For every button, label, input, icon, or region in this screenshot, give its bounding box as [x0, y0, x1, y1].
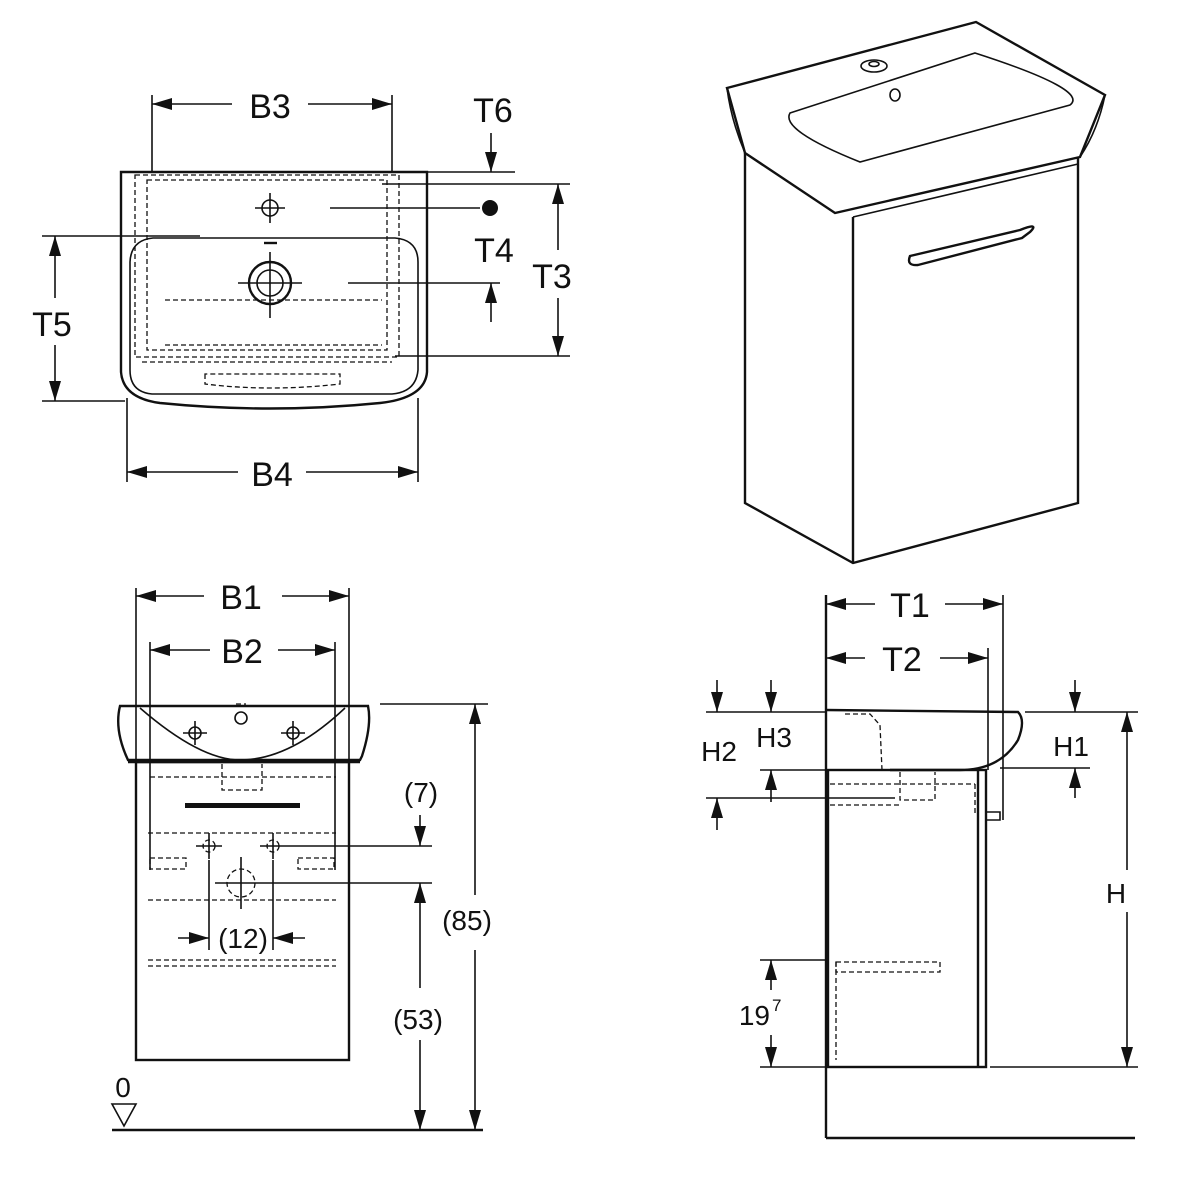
- front-view: B1 B2 (7) (12) (53) (85) 0: [110, 579, 492, 1132]
- label-h3: H3: [756, 722, 792, 753]
- label-b4: B4: [251, 456, 293, 494]
- label-t6: T6: [473, 92, 513, 130]
- label-dim-7: (7): [404, 777, 438, 808]
- label-dim-19-sup: 7: [772, 996, 781, 1015]
- top-view: B3 B4 T6 T3 T4 T5: [32, 88, 572, 494]
- label-b2: B2: [221, 633, 263, 671]
- label-h2: H2: [701, 736, 737, 767]
- label-t4: T4: [474, 232, 514, 270]
- label-t1: T1: [890, 587, 930, 625]
- side-view: T1 T2 H H1 H2 H3 19 7: [701, 587, 1138, 1140]
- label-t5: T5: [32, 306, 72, 344]
- label-dim-12: (12): [218, 923, 268, 954]
- label-dim-85: (85): [442, 905, 492, 936]
- label-floor-zero: 0: [115, 1072, 131, 1103]
- label-b1: B1: [220, 579, 262, 617]
- label-b3: B3: [249, 88, 291, 126]
- label-t3: T3: [532, 258, 572, 296]
- perspective-view: [725, 20, 1107, 565]
- label-h: H: [1106, 878, 1126, 909]
- label-h1: H1: [1053, 731, 1089, 762]
- label-dim-53: (53): [393, 1004, 443, 1035]
- label-t2: T2: [882, 641, 922, 679]
- label-dim-19: 19: [739, 1000, 770, 1031]
